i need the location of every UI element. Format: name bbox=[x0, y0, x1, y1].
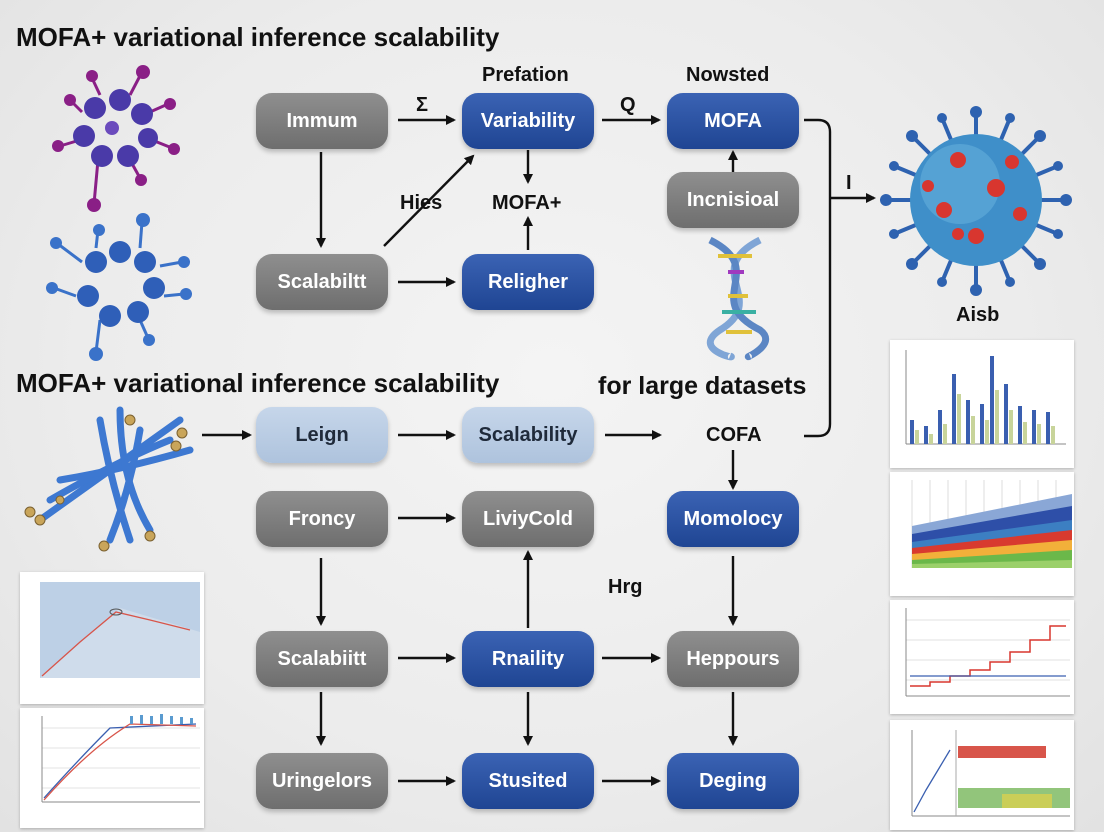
label-i: I bbox=[846, 172, 852, 194]
node-religher: Religher bbox=[462, 254, 594, 310]
node-immum: Immum bbox=[256, 93, 388, 149]
node-froncy: Froncy bbox=[256, 491, 388, 547]
node-incnisioal: Incnisioal bbox=[667, 172, 799, 228]
node-deging: Deging bbox=[667, 753, 799, 809]
node-mofa: MOFA bbox=[667, 93, 799, 149]
heat-chart-thumbnail bbox=[890, 720, 1074, 830]
node-scalabiltt: Scalabiltt bbox=[256, 254, 388, 310]
node-variability: Variability bbox=[462, 93, 594, 149]
node-liviycold: LiviyCold bbox=[462, 491, 594, 547]
node-scalabiitt: Scalabiitt bbox=[256, 631, 388, 687]
large-datasets-title: for large datasets bbox=[598, 372, 807, 400]
label-q: Q bbox=[620, 94, 636, 116]
middle-title: MOFA+ variational inference scalability bbox=[16, 368, 500, 398]
line-chart-thumbnail bbox=[20, 572, 204, 704]
node-stusited: Stusited bbox=[462, 753, 594, 809]
label-nowsted: Nowsted bbox=[686, 64, 770, 86]
label-mofa-plus: MOFA+ bbox=[492, 192, 562, 214]
label-hies: Hies bbox=[400, 192, 443, 214]
node-uringelors: Uringelors bbox=[256, 753, 388, 809]
node-leign: Leign bbox=[256, 407, 388, 463]
label-sigma: Σ bbox=[416, 94, 429, 116]
label-prefation: Prefation bbox=[482, 64, 569, 86]
node-heppours: Heppours bbox=[667, 631, 799, 687]
label-hrg: Hrg bbox=[608, 576, 643, 598]
stacked-area-thumbnail bbox=[890, 472, 1074, 596]
step-chart-thumbnail bbox=[890, 600, 1074, 714]
label-cofa: COFA bbox=[706, 424, 762, 446]
label-aisb: Aisb bbox=[956, 304, 1000, 326]
node-momolocy: Momolocy bbox=[667, 491, 799, 547]
bar-chart-thumbnail bbox=[890, 340, 1074, 468]
node-scalability: Scalability bbox=[462, 407, 594, 463]
main-title: MOFA+ variational inference scalability bbox=[16, 22, 500, 52]
node-rnaility: Rnaility bbox=[462, 631, 594, 687]
convergence-chart-thumbnail bbox=[20, 708, 204, 828]
